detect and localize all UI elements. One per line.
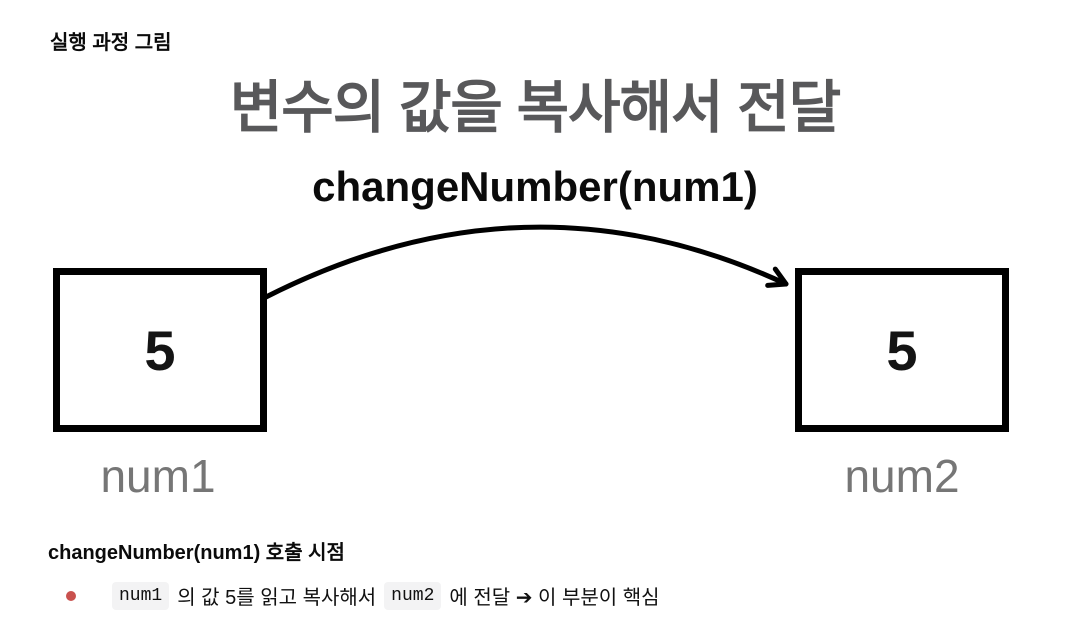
variable-box-num1: 5 (53, 268, 267, 432)
inline-code-num1: num1 (112, 581, 170, 610)
num1-value: 5 (144, 318, 176, 382)
diagram-title: 변수의 값을 복사해서 전달 (229, 76, 841, 140)
num1-label: num1 (100, 450, 216, 502)
caption-heading: changeNumber(num1) 호출 시점 (48, 542, 345, 564)
bullet-text-part2: 에 전달 ➔ 이 부분이 핵심 (449, 587, 660, 609)
num2-label: num2 (844, 450, 960, 502)
bullet-item: num1 의 값 5를 읽고 복사해서 num2 에 전달 ➔ 이 부분이 핵심 (66, 581, 660, 610)
bullet-text-part1: 의 값 5를 읽고 복사해서 (177, 587, 377, 609)
page-title: 실행 과정 그림 (50, 32, 172, 54)
bullet-dot-icon (66, 590, 76, 601)
function-call-label: changeNumber(num1) (312, 163, 758, 210)
variable-box-num2: 5 (795, 268, 1009, 432)
num2-value: 5 (886, 318, 918, 382)
inline-code-num2: num2 (384, 581, 442, 610)
